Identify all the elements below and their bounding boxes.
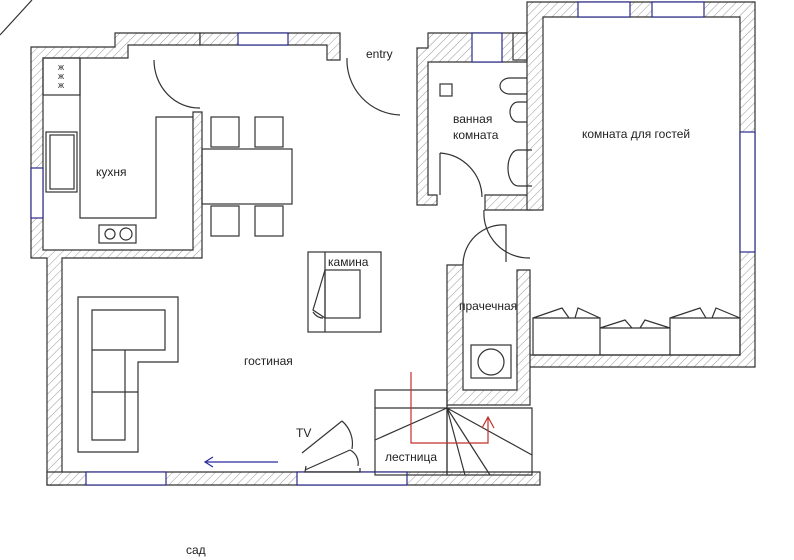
tv <box>301 420 361 473</box>
fireplace <box>307 251 382 333</box>
room-label-bathroom-1: ванная <box>453 112 493 126</box>
window <box>85 471 167 486</box>
wardrobe <box>532 307 741 356</box>
chair <box>254 205 284 237</box>
room-label-living-room: гостиная <box>244 354 293 368</box>
window <box>296 471 408 486</box>
guest-room-wall <box>516 1 756 368</box>
room-label-entry: entry <box>366 47 393 61</box>
kitchen-wall <box>30 32 203 486</box>
laundry-wall <box>446 264 531 406</box>
kitchen-door <box>153 59 201 109</box>
window <box>471 32 503 63</box>
hob <box>98 224 137 244</box>
dining-table <box>201 148 293 205</box>
top-wall <box>199 32 341 61</box>
entry-door <box>346 57 401 116</box>
window <box>237 32 289 46</box>
sink <box>45 131 78 193</box>
boiler <box>512 32 528 61</box>
room-label-bathroom-2: комната <box>453 128 499 142</box>
svg-text:ж: ж <box>58 71 64 81</box>
room-label-laundry: прачечная <box>459 299 518 313</box>
laundry-door <box>462 209 531 266</box>
svg-text:ж: ж <box>58 80 64 90</box>
chair <box>254 116 284 148</box>
sofa <box>77 296 179 453</box>
svg-text:ж: ж <box>58 62 64 72</box>
bathroom-wall-bottom <box>484 194 533 211</box>
room-label-fireplace: камина <box>328 255 369 269</box>
bath-sink <box>507 149 532 187</box>
room-label-kitchen: кухня <box>96 165 127 179</box>
garden-label: сад <box>186 543 206 557</box>
site-boundary-line <box>0 0 33 36</box>
window <box>651 1 705 18</box>
window <box>739 131 756 253</box>
bathroom-door <box>439 152 483 198</box>
stair-direction-arrow <box>410 372 495 444</box>
room-label-guest-room: комната для гостей <box>582 127 691 141</box>
washing-machine <box>470 344 512 379</box>
window <box>577 1 631 18</box>
bidet <box>509 101 527 123</box>
tv-label: TV <box>296 426 312 440</box>
kitchen-counter <box>79 58 193 219</box>
direction-arrow <box>203 456 278 468</box>
washbasin <box>439 83 453 97</box>
chair <box>210 205 240 237</box>
toilet <box>499 77 527 95</box>
chair <box>210 116 240 148</box>
room-label-stairs: лестница <box>385 450 438 464</box>
bathroom-wall <box>416 32 528 206</box>
window <box>30 167 44 219</box>
